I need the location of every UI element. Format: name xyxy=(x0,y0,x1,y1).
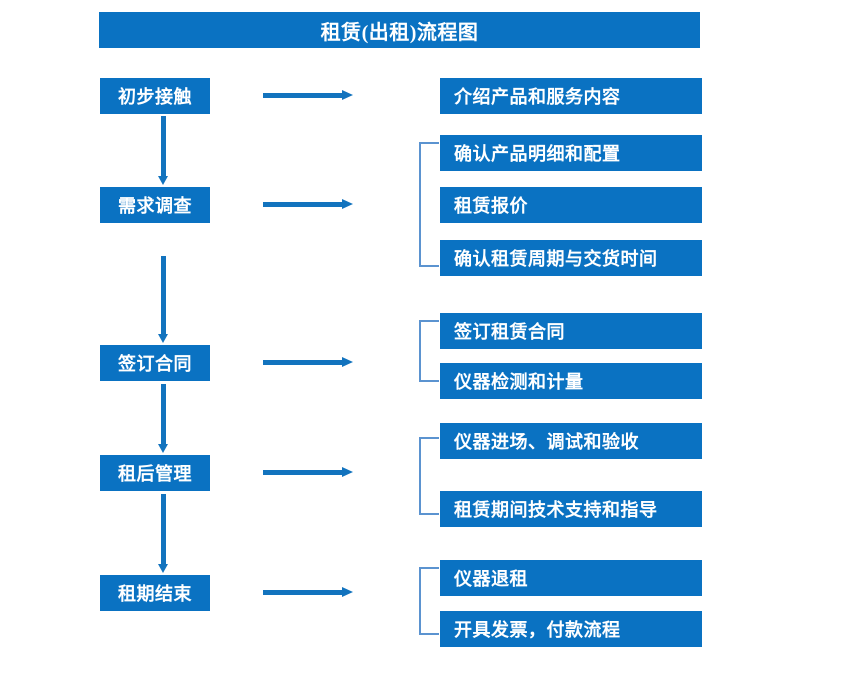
arrow-down-需求调查-to-签订合同 xyxy=(158,256,168,344)
arrow-down-租后管理-to-租期结束 xyxy=(158,494,168,574)
stage-box-初步接触[interactable]: 初步接触 xyxy=(100,78,210,114)
arrow-head xyxy=(158,444,168,453)
group-bracket-租期结束 xyxy=(419,567,439,635)
stage-box-需求调查[interactable]: 需求调查 xyxy=(100,187,210,223)
arrow-right-初步接触 xyxy=(263,90,353,101)
arrow-shaft xyxy=(263,590,343,595)
detail-box-签订租赁合同[interactable]: 签订租赁合同 xyxy=(440,313,702,349)
arrow-shaft xyxy=(263,93,343,98)
arrow-head xyxy=(342,467,353,477)
arrow-down-初步接触-to-需求调查 xyxy=(158,116,168,186)
arrow-head xyxy=(342,90,353,100)
arrow-head xyxy=(158,564,168,573)
arrow-right-租后管理 xyxy=(263,467,353,478)
detail-box-仪器退租[interactable]: 仪器退租 xyxy=(440,560,702,596)
arrow-head xyxy=(158,334,168,343)
group-bracket-签订合同 xyxy=(419,320,439,382)
arrow-head xyxy=(342,357,353,367)
detail-box-确认产品明细和配置[interactable]: 确认产品明细和配置 xyxy=(440,135,702,171)
arrow-shaft xyxy=(263,202,343,207)
detail-box-租赁报价[interactable]: 租赁报价 xyxy=(440,187,702,223)
detail-box-租赁期间技术支持和指导[interactable]: 租赁期间技术支持和指导 xyxy=(440,491,702,527)
arrow-shaft xyxy=(161,494,166,564)
stage-box-签订合同[interactable]: 签订合同 xyxy=(100,345,210,381)
group-bracket-需求调查 xyxy=(419,142,439,267)
arrow-shaft xyxy=(161,116,166,176)
arrow-shaft xyxy=(161,256,166,334)
stage-box-租期结束[interactable]: 租期结束 xyxy=(100,575,210,611)
detail-box-开具发票付款流程[interactable]: 开具发票，付款流程 xyxy=(440,611,702,647)
arrow-down-签订合同-to-租后管理 xyxy=(158,384,168,454)
stage-box-租后管理[interactable]: 租后管理 xyxy=(100,455,210,491)
group-bracket-租后管理 xyxy=(419,437,439,515)
arrow-shaft xyxy=(161,384,166,444)
arrow-right-租期结束 xyxy=(263,587,353,598)
detail-box-确认租赁周期与交货时间[interactable]: 确认租赁周期与交货时间 xyxy=(440,240,702,276)
arrow-right-签订合同 xyxy=(263,357,353,368)
arrow-head xyxy=(342,587,353,597)
arrow-shaft xyxy=(263,360,343,365)
arrow-shaft xyxy=(263,470,343,475)
arrow-head xyxy=(342,199,353,209)
arrow-right-需求调查 xyxy=(263,199,353,210)
arrow-head xyxy=(158,176,168,185)
detail-box-仪器进场调试和验收[interactable]: 仪器进场、调试和验收 xyxy=(440,423,702,459)
detail-box-仪器检测和计量[interactable]: 仪器检测和计量 xyxy=(440,363,702,399)
flowchart-title: 租赁(出租)流程图 xyxy=(99,12,700,48)
detail-box-介绍产品和服务内容[interactable]: 介绍产品和服务内容 xyxy=(440,78,702,114)
